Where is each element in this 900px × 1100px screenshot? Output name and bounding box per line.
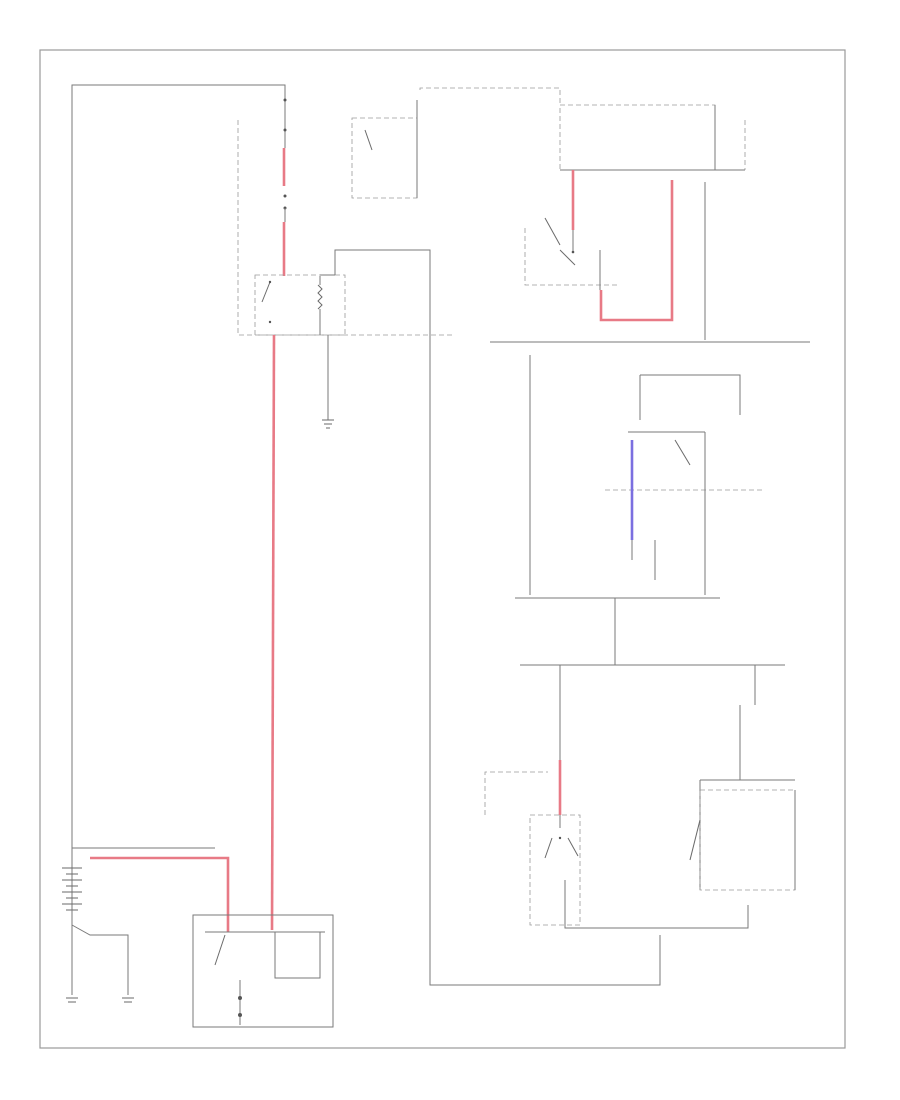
solenoid-icon	[214, 934, 226, 966]
ignition-loop-red-wire	[599, 180, 674, 322]
left-top-section	[71, 84, 661, 986]
battery-ground-icon	[66, 997, 78, 1003]
ignition-switch-icon	[544, 217, 561, 246]
starter-solenoid	[205, 931, 325, 1025]
transmission-switch-section	[484, 665, 796, 929]
engine-ground-icon	[122, 997, 134, 1003]
ignition-switch	[544, 217, 576, 266]
diagram-frame	[39, 49, 846, 1049]
transmission-range-switch	[544, 836, 579, 859]
transmission-switch-icon	[544, 837, 553, 859]
starter-feed-red-wire	[270, 334, 276, 931]
clutch-switch-section	[529, 355, 765, 595]
ignition-switch-section	[419, 87, 746, 340]
battery-red-wire	[90, 856, 230, 932]
starter-relay	[261, 276, 323, 335]
starter-assembly-box	[192, 914, 334, 1028]
relay-switch-icon	[261, 281, 271, 303]
clutch-switch-icon	[674, 439, 691, 466]
relay-coil-icon	[317, 284, 323, 310]
battery-starter-section	[62, 847, 334, 1028]
neutral-safety-switch-icon	[689, 819, 701, 861]
ignition-switch-box	[559, 104, 716, 171]
ground-symbol-icon	[322, 419, 334, 429]
